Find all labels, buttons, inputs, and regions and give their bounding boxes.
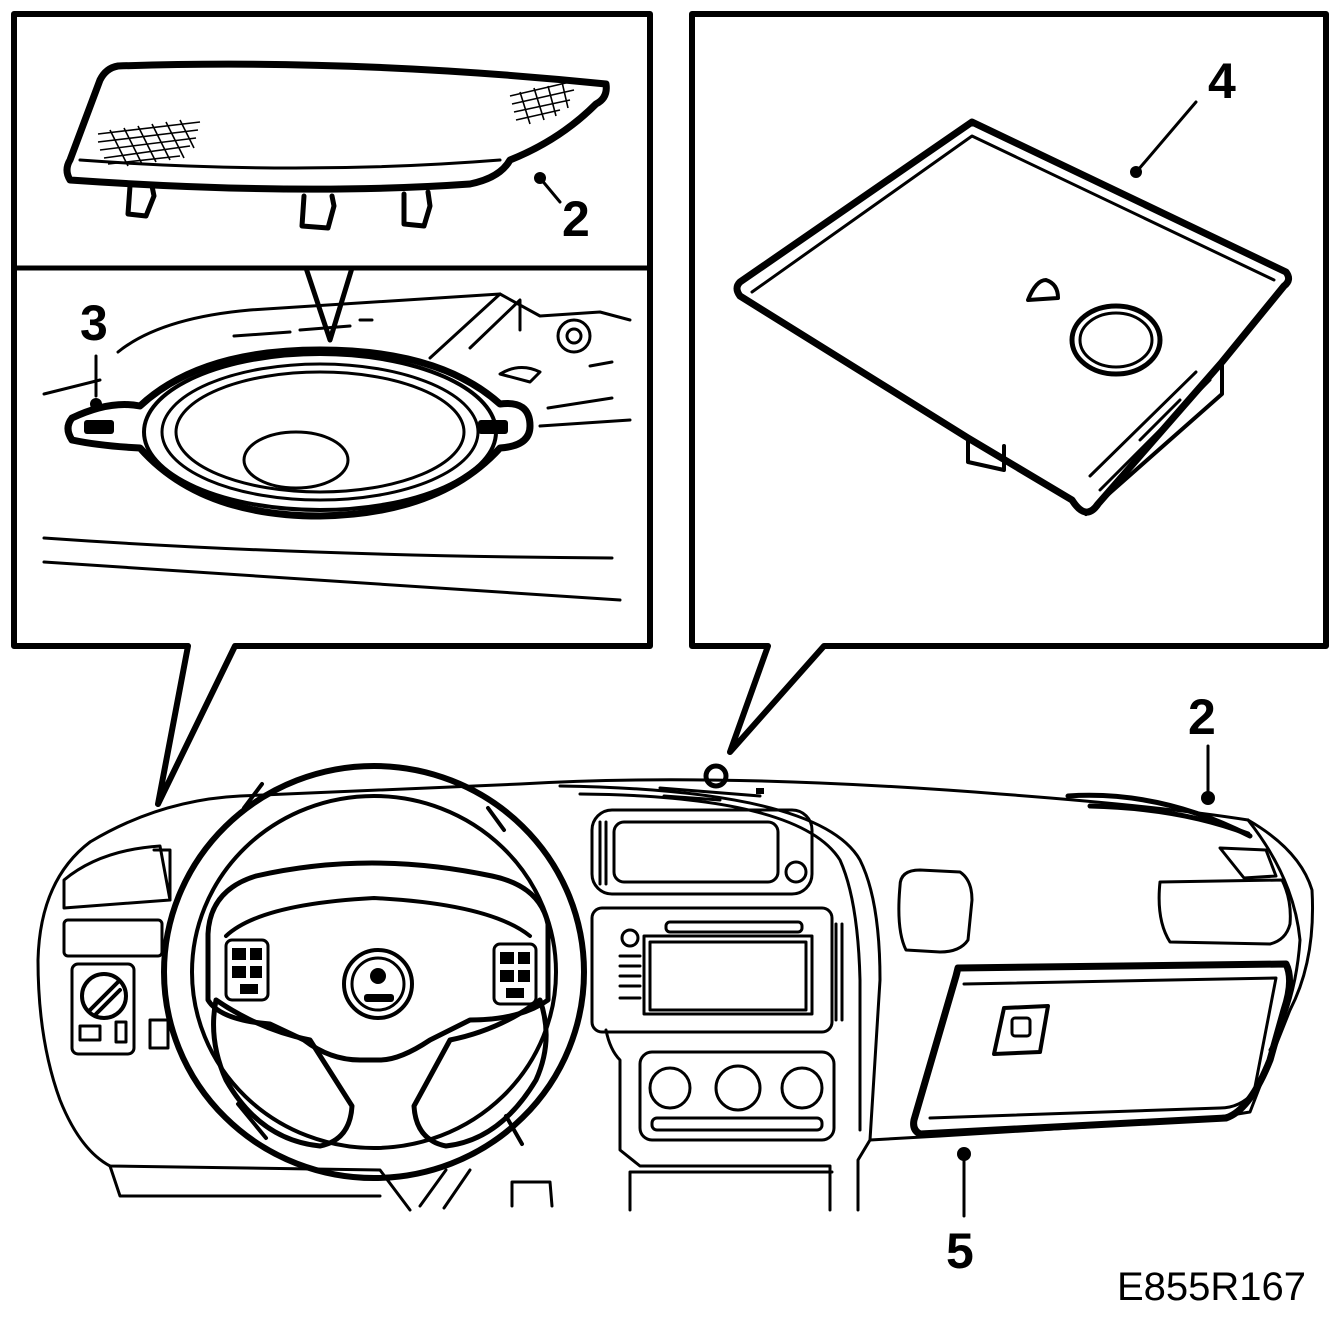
- callout-number-5: 5: [946, 1223, 974, 1279]
- steering-wheel: [161, 763, 587, 1181]
- callout-number-4: 4: [1208, 53, 1236, 109]
- callout-number-3: 3: [80, 295, 108, 351]
- inset-frame-left: [11, 11, 653, 807]
- glovebox-part: [910, 960, 1293, 1138]
- callout-number-2-dashboard: 2: [1188, 689, 1216, 745]
- speaker-grille-part: [63, 60, 610, 231]
- dashboard-outline: [36, 763, 1314, 1212]
- speaker-cover-part: [733, 118, 1293, 516]
- speaker-part: [64, 346, 534, 520]
- callout-number-2-inset: 2: [562, 191, 590, 247]
- figure-reference-code: E855R167: [1116, 1265, 1306, 1309]
- inset-frame-right: [689, 11, 1329, 755]
